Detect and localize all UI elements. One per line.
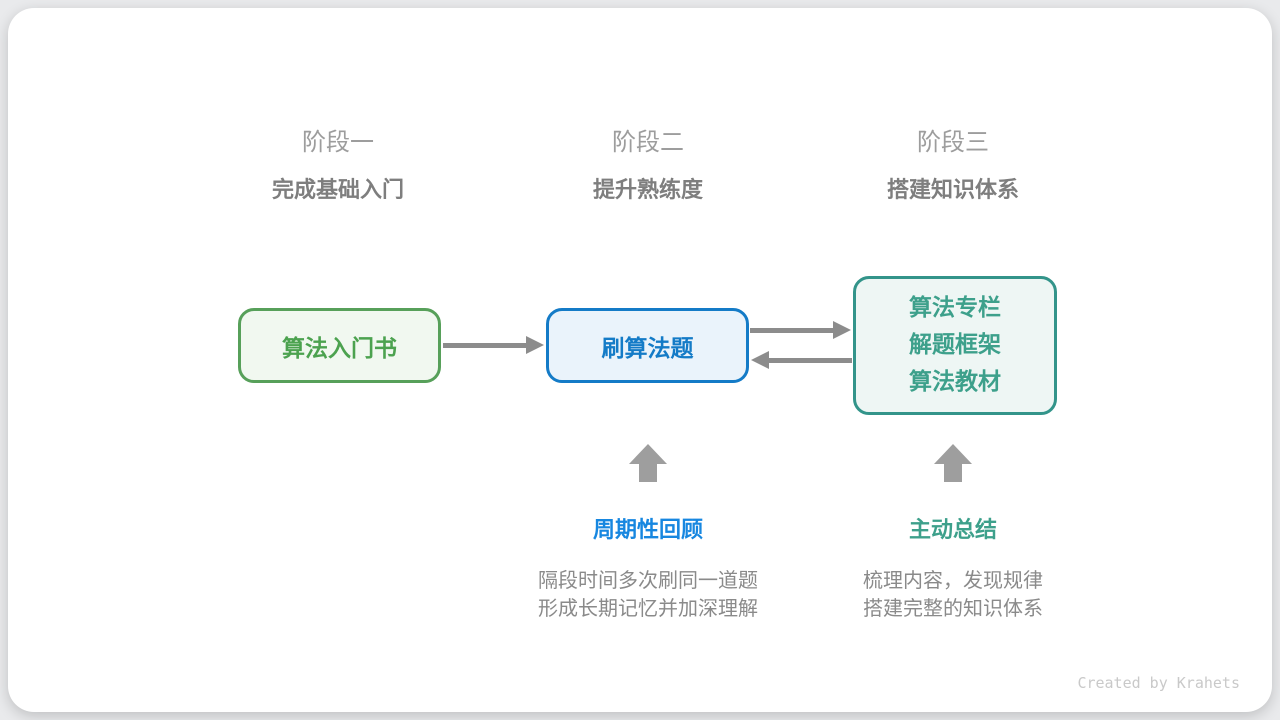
annotation-description: 隔段时间多次刷同一道题 形成长期记忆并加深理解 bbox=[488, 566, 808, 622]
stage-3-subtitle: 搭建知识体系 bbox=[886, 178, 1019, 203]
stage-2-label: 阶段二 bbox=[612, 128, 684, 156]
arrow-node2-to-node3-icon bbox=[750, 321, 851, 339]
node-label: 算法入门书 bbox=[282, 335, 397, 362]
annotation-title: 主动总结 bbox=[908, 518, 997, 543]
annotation-description: 梳理内容，发现规律 搭建完整的知识体系 bbox=[793, 566, 1113, 622]
stage-2-subtitle: 提升熟练度 bbox=[592, 178, 703, 203]
node-solve-problems: 刷算法题 bbox=[546, 308, 749, 383]
up-arrow-head bbox=[934, 444, 972, 464]
node-label: 算法教材 bbox=[909, 369, 1001, 395]
arrow-node3-to-node2-icon bbox=[751, 351, 852, 369]
node-algorithm-intro-book: 算法入门书 bbox=[238, 308, 441, 383]
diagram-card: 阶段一 完成基础入门 阶段二 提升熟练度 阶段三 搭建知识体系 算法入门书 刷算… bbox=[8, 8, 1272, 712]
credit-text: Created by Krahets bbox=[1077, 674, 1240, 692]
node-advanced-materials: 算法专栏 解题框架 算法教材 bbox=[853, 276, 1057, 415]
annotation-desc-line: 隔段时间多次刷同一道题 bbox=[538, 568, 758, 592]
node-label: 解题框架 bbox=[909, 332, 1001, 358]
annotation-active-summary: 主动总结 梳理内容，发现规律 搭建完整的知识体系 bbox=[793, 518, 1113, 622]
stage-3-label: 阶段三 bbox=[917, 128, 989, 156]
annotation-periodic-review: 周期性回顾 隔段时间多次刷同一道题 形成长期记忆并加深理解 bbox=[488, 518, 808, 622]
up-arrow-stem bbox=[944, 464, 962, 482]
annotation-title: 周期性回顾 bbox=[592, 518, 703, 543]
annotation-desc-line: 形成长期记忆并加深理解 bbox=[538, 596, 758, 620]
annotation-desc-line: 搭建完整的知识体系 bbox=[863, 596, 1043, 620]
stage-1-subtitle: 完成基础入门 bbox=[271, 178, 404, 203]
stage-header-1: 阶段一 完成基础入门 bbox=[178, 128, 498, 204]
stage-header-2: 阶段二 提升熟练度 bbox=[488, 128, 808, 204]
up-arrow-summarize-icon bbox=[934, 444, 972, 482]
up-arrow-review-icon bbox=[629, 444, 667, 482]
node-label: 刷算法题 bbox=[601, 335, 694, 362]
arrow-node1-to-node2-icon bbox=[443, 336, 544, 354]
up-arrow-head bbox=[629, 444, 667, 464]
annotation-desc-line: 梳理内容，发现规律 bbox=[863, 568, 1043, 592]
up-arrow-stem bbox=[639, 464, 657, 482]
stage-1-label: 阶段一 bbox=[302, 128, 374, 156]
stage-header-3: 阶段三 搭建知识体系 bbox=[793, 128, 1113, 204]
node-label: 算法专栏 bbox=[909, 295, 1001, 321]
